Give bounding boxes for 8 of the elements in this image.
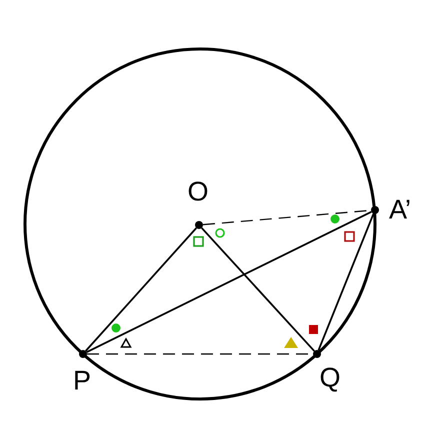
point-label: P bbox=[73, 368, 91, 394]
point-label: Q bbox=[320, 364, 340, 392]
line-segment bbox=[86, 210, 372, 354]
point-label: O bbox=[188, 178, 208, 206]
line-segment bbox=[85, 227, 197, 352]
line-segment bbox=[318, 213, 374, 351]
point-label: A’ bbox=[389, 196, 411, 224]
line-segment bbox=[201, 227, 315, 352]
